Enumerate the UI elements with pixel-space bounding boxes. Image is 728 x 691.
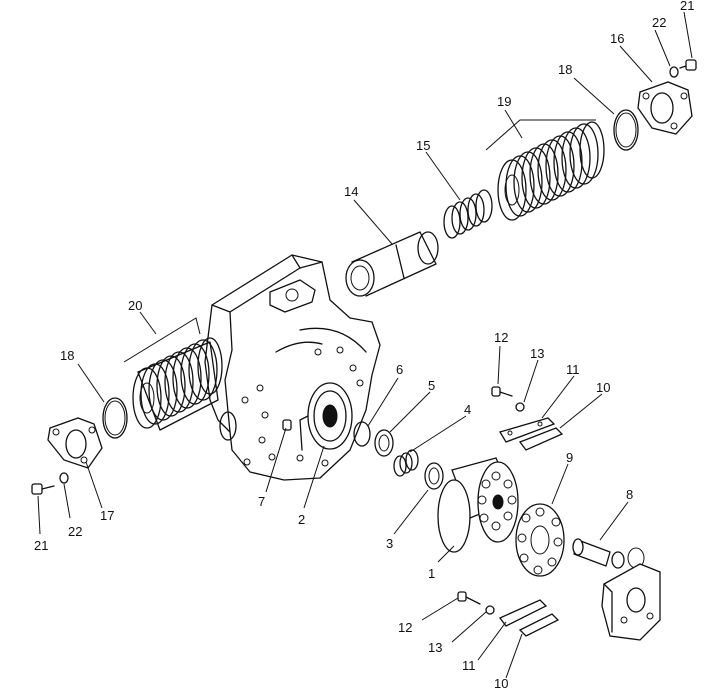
top-bolt-part	[491, 386, 513, 397]
leader-lines	[37, 11, 693, 679]
callout-17-left-cover: 17	[100, 508, 114, 523]
right-o-ring-part	[613, 109, 639, 151]
callout-12-top-bolt: 12	[494, 330, 508, 345]
callout-21-left-bolt: 21	[34, 538, 48, 553]
callout-19-right-bellows: 19	[497, 94, 511, 109]
cylinder-washer-part	[424, 462, 444, 490]
callout-3-washer: 3	[386, 536, 393, 551]
left-washer-part	[59, 472, 69, 484]
callout-12-bottom-bolt: 12	[398, 620, 412, 635]
bottom-bracket-part	[498, 599, 548, 627]
callout-20-left-bellows: 20	[128, 298, 142, 313]
right-bellows-part	[497, 121, 605, 221]
callout-10-top-keeper: 10	[596, 380, 610, 395]
left-bolt-part	[31, 483, 55, 495]
callout-8-shaft: 8	[626, 487, 633, 502]
dowel-pin-part	[282, 419, 292, 431]
callout-18-right-o-ring: 18	[558, 62, 572, 77]
left-bellows-part	[132, 337, 223, 431]
callout-4-inner-spring: 4	[464, 402, 471, 417]
sleeve-part	[345, 231, 439, 297]
bottom-bolt-part	[457, 591, 481, 605]
callout-13-bottom-washer: 13	[428, 640, 442, 655]
inner-spring-part	[393, 449, 419, 477]
left-o-ring-part	[102, 397, 128, 439]
callout-22-right-washer: 22	[652, 15, 666, 30]
left-cover-part	[47, 417, 103, 469]
snap-ring-part	[353, 421, 371, 447]
callout-5-ring: 5	[428, 378, 435, 393]
pump-housing-part	[204, 254, 381, 481]
shoe-plate-part	[515, 503, 565, 577]
callout-13-top-washer: 13	[530, 346, 544, 361]
callout-16-right-cover: 16	[610, 31, 624, 46]
cylinder-block-part	[437, 457, 519, 553]
bottom-washer-part	[485, 605, 495, 615]
end-casting-part	[601, 563, 661, 641]
top-keeper-part	[518, 427, 564, 451]
top-washer-part	[515, 402, 525, 412]
bottom-keeper-part	[518, 613, 560, 637]
callout-9-shoe-plate: 9	[566, 450, 573, 465]
right-washer-part	[669, 66, 679, 78]
shaft-part	[572, 538, 645, 569]
port-plate-part	[299, 382, 353, 451]
ring-part	[374, 429, 394, 457]
callout-labels: 21 22 16 18 19 15 14 20 18 12 13 11 10 6…	[34, 0, 694, 691]
callout-11-bottom-bracket: 11	[462, 658, 476, 673]
callout-15-spring: 15	[416, 138, 430, 153]
spring-part	[443, 189, 493, 239]
callout-1-cylinder-block: 1	[428, 566, 435, 581]
top-bracket-part	[499, 417, 556, 443]
callout-18-left-o-ring: 18	[60, 348, 74, 363]
callout-21-right-bolt: 21	[680, 0, 694, 13]
callout-22-left-washer: 22	[68, 524, 82, 539]
callout-2-port-plate: 2	[298, 512, 305, 527]
right-bolt-part	[679, 59, 697, 71]
callout-14-sleeve: 14	[344, 184, 358, 199]
callout-6-snap-ring: 6	[396, 362, 403, 377]
callout-7-dowel-pin: 7	[258, 494, 265, 509]
callout-11-top-bracket: 11	[566, 362, 580, 377]
right-cover-part	[637, 81, 693, 135]
callout-10-bottom-keeper: 10	[494, 676, 508, 691]
